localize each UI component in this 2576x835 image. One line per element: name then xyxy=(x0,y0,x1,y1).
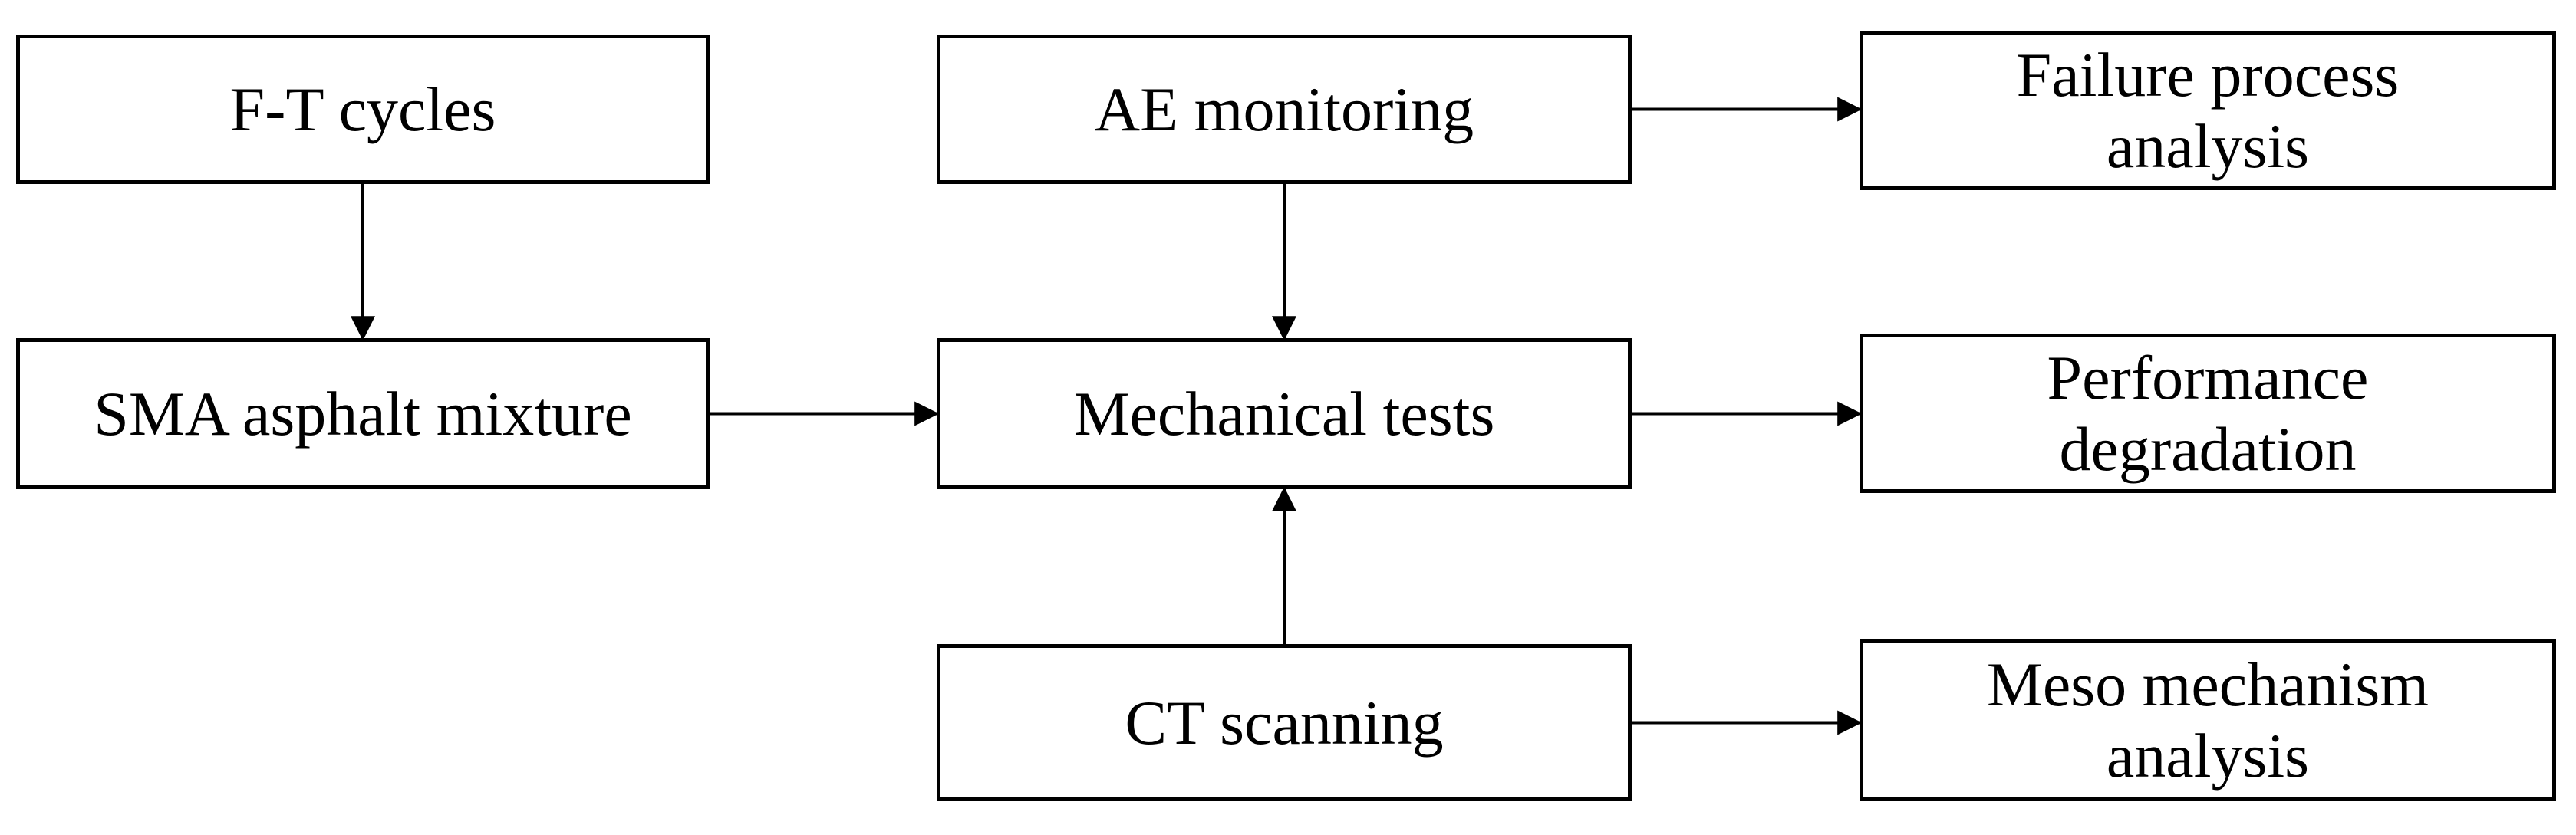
node-meso-mechanism-analysis: Meso mechanism analysis xyxy=(1860,639,2556,801)
node-ct-scanning: CT scanning xyxy=(937,644,1632,801)
node-performance-degradation-label-line1: Performance xyxy=(2047,342,2369,413)
node-failure-process-analysis-label-line1: Failure process xyxy=(2016,39,2400,110)
node-performance-degradation: Performance degradation xyxy=(1860,334,2556,493)
node-mechanical-tests-label: Mechanical tests xyxy=(1073,378,1495,449)
node-failure-process-analysis: Failure process analysis xyxy=(1860,31,2556,190)
node-performance-degradation-label-line2: degradation xyxy=(2059,414,2357,484)
node-failure-process-analysis-label-line2: analysis xyxy=(2106,111,2310,181)
node-ft-cycles: F-T cycles xyxy=(16,35,710,184)
node-meso-mechanism-analysis-label-line1: Meso mechanism xyxy=(1986,649,2429,719)
node-mechanical-tests: Mechanical tests xyxy=(937,338,1632,489)
node-sma-asphalt-mixture-label: SMA asphalt mixture xyxy=(94,378,632,449)
node-ct-scanning-label: CT scanning xyxy=(1125,687,1444,758)
node-sma-asphalt-mixture: SMA asphalt mixture xyxy=(16,338,710,489)
node-meso-mechanism-analysis-label-line2: analysis xyxy=(2106,721,2310,791)
node-ft-cycles-label: F-T cycles xyxy=(229,74,496,144)
node-ae-monitoring-label: AE monitoring xyxy=(1094,74,1474,144)
node-ae-monitoring: AE monitoring xyxy=(937,35,1632,184)
